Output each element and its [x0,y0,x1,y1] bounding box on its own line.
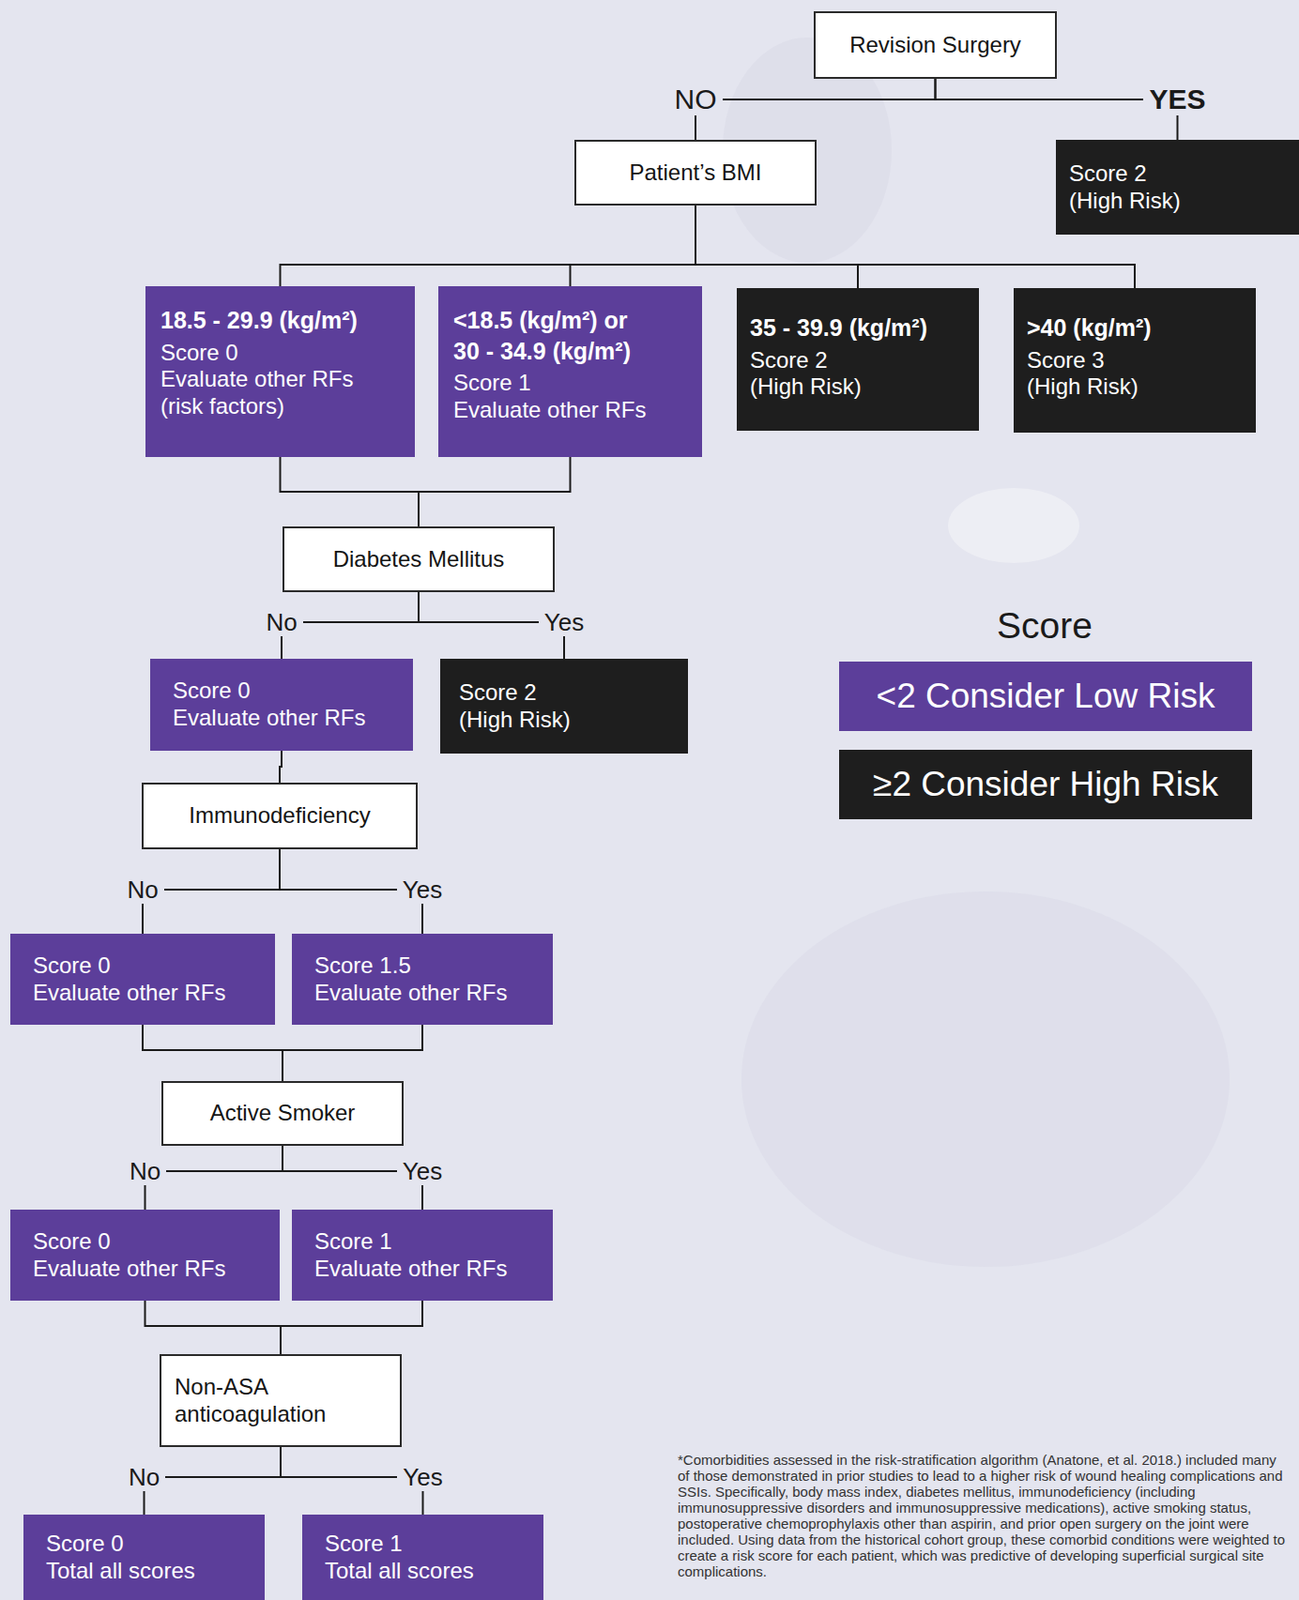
node-text: Diabetes Mellitus [333,546,505,574]
connector [145,1300,282,1355]
branch-label: No [123,1157,167,1186]
question-box: Non-ASA anticoagulation [159,1354,402,1448]
node-text: (High Risk) [1069,187,1181,215]
score-box: Score 1Total all scores [302,1514,544,1600]
connector [280,205,697,287]
question-box: Revision Surgery [813,11,1057,79]
connector [282,1024,423,1082]
branch-label: NO [669,83,723,116]
node-text: Score 1.5 [314,952,412,980]
question-box: Active Smoker [161,1081,404,1147]
node-text: Evaluate other RFs [32,1255,226,1284]
score-box: Score 0Evaluate other RFs [10,933,276,1025]
branch-label: Yes [397,1157,448,1186]
node-text: Score 1 [453,369,532,398]
legend-text: ≥2 Consider High Risk [872,765,1219,805]
high-risk-box: Score 2(High Risk) [440,658,688,754]
node-text: (High Risk) [458,706,571,734]
node-text: Score 0 [32,1228,111,1256]
branch-label: No [121,875,164,904]
connector [935,78,1178,140]
node-text: Score 1 [324,1530,403,1559]
node-text: Score 2 [1069,160,1147,188]
lamp-glow [947,488,1080,564]
photo-shade [741,891,1230,1268]
branch-label: Yes [397,875,448,904]
node-text: Immunodeficiency [188,802,370,830]
node-text: Evaluate other RFs [314,1255,507,1284]
score-box: Score 0Total all scores [23,1514,265,1600]
node-text: Total all scores [324,1558,474,1586]
node-text: Active Smoker [210,1100,356,1128]
high-risk-box: >40 (kg/m²) Score 3(High Risk) [1013,288,1256,433]
branch-label: No [259,608,303,637]
branch-label: YES [1143,83,1211,116]
legend-heading: Score [996,607,1093,644]
connector [695,205,858,289]
legend-swatch: <2 Consider Low Risk [839,661,1253,732]
question-box: Diabetes Mellitus [282,526,555,593]
node-text: Evaluate other RFs [314,979,507,1008]
node-text: Non-ASA anticoagulation [174,1374,387,1429]
node-text: Score 2 [458,679,537,707]
connector [280,1300,423,1355]
node-text: (High Risk) [1026,373,1139,401]
footnote: *Comorbidities assessed in the risk-stra… [677,1452,1292,1581]
high-risk-box: Score 2(High Risk) [1055,139,1299,235]
range-heading: 35 - 39.9 (kg/m²) [749,312,928,344]
node-text: Score 0 [45,1530,124,1559]
high-risk-box: 35 - 39.9 (kg/m²) Score 2(High Risk) [736,288,979,431]
score-box: Score 0Evaluate other RFs [10,1209,280,1301]
score-box: Score 0Evaluate other RFs [150,658,413,751]
branch-label: Yes [397,1463,448,1492]
score-box: 18.5 - 29.9 (kg/m²)Score 0Evaluate other… [145,286,415,458]
connector [279,750,282,783]
node-text: Score 0 [160,339,239,367]
node-text: Total all scores [45,1558,196,1586]
connector [695,78,936,140]
node-text: Score 2 [749,347,828,375]
branch-label: No [122,1463,166,1492]
range-heading: >40 (kg/m²) [1026,312,1152,344]
connector [280,457,420,527]
question-box: Immunodeficiency [141,782,418,850]
node-text: Revision Surgery [849,31,1022,60]
range-heading: <18.5 (kg/m²) or 30 - 34.9 (kg/m²) [453,305,653,367]
score-box: Score 1Evaluate other RFs [291,1209,553,1301]
connector [570,205,697,287]
score-box: <18.5 (kg/m²) or 30 - 34.9 (kg/m²)Score … [438,286,703,458]
legend-swatch: ≥2 Consider High Risk [839,749,1253,820]
legend-text: <2 Consider Low Risk [876,677,1216,717]
branch-label: Yes [538,608,590,637]
question-box: Patient’s BMI [574,139,817,206]
node-text: Score 1 [314,1228,393,1256]
node-text: Evaluate other RFs [172,704,366,733]
node-text: Evaluate other RFs (risk factors) [160,366,379,421]
connector [142,1024,283,1082]
node-text: Evaluate other RFs [32,979,226,1008]
node-text: Score 0 [172,677,251,705]
node-text: Score 3 [1026,347,1105,375]
connector [418,457,571,527]
node-text: Evaluate other RFs [453,397,646,425]
node-text: Score 0 [32,952,111,980]
node-text: (High Risk) [749,373,862,401]
range-heading: 18.5 - 29.9 (kg/m²) [160,305,358,337]
score-box: Score 1.5Evaluate other RFs [291,933,553,1025]
node-text: Patient’s BMI [629,159,763,187]
